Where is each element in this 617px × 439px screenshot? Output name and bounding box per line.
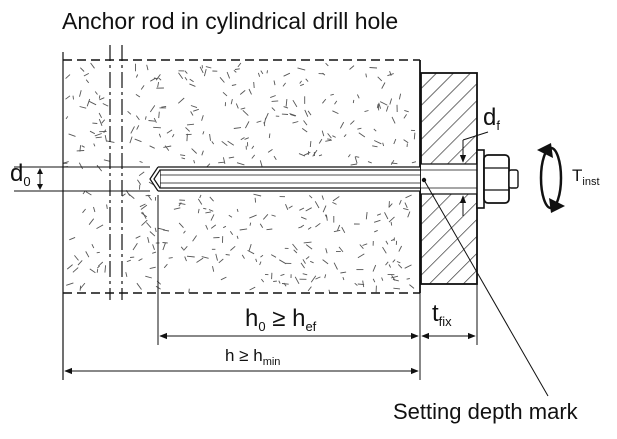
concrete-speck <box>327 139 331 140</box>
tinst-label: Tinst <box>572 166 600 188</box>
concrete-speck <box>169 258 173 259</box>
concrete-speck <box>254 82 255 88</box>
df-label: df <box>483 104 500 133</box>
concrete-speck <box>414 133 415 140</box>
concrete-speck <box>358 284 364 285</box>
concrete-speck <box>99 95 100 98</box>
concrete-speck <box>255 198 256 203</box>
concrete-speck <box>226 255 230 256</box>
concrete-speck <box>187 134 188 141</box>
concrete-speck <box>153 127 161 128</box>
setting-depth-mark-label: Setting depth mark <box>393 399 578 425</box>
concrete-base <box>63 45 420 380</box>
concrete-speck <box>310 141 311 147</box>
washer <box>477 150 484 208</box>
concrete-speck <box>370 68 378 69</box>
concrete-speck <box>159 112 160 118</box>
nut <box>484 155 518 203</box>
concrete-speck <box>80 286 81 291</box>
concrete-speck <box>272 101 279 102</box>
concrete-speck <box>189 289 190 293</box>
concrete-speck <box>218 162 224 163</box>
h-label: h ≥ hmin <box>225 346 280 368</box>
concrete-speck <box>353 100 354 103</box>
fixture-plate <box>421 73 477 284</box>
torque-arrow-icon <box>537 143 565 213</box>
concrete-speck <box>73 96 74 100</box>
concrete-speck <box>97 269 98 273</box>
diagram-title: Anchor rod in cylindrical drill hole <box>62 8 398 35</box>
tfix-label: tfix <box>432 300 452 329</box>
concrete-speck <box>267 70 268 73</box>
d0-label: d0 <box>10 160 31 189</box>
concrete-speck <box>97 252 100 253</box>
concrete-speck <box>269 134 270 139</box>
h0-label: h0 ≥ hef <box>245 305 316 334</box>
concrete-speck <box>391 222 392 226</box>
